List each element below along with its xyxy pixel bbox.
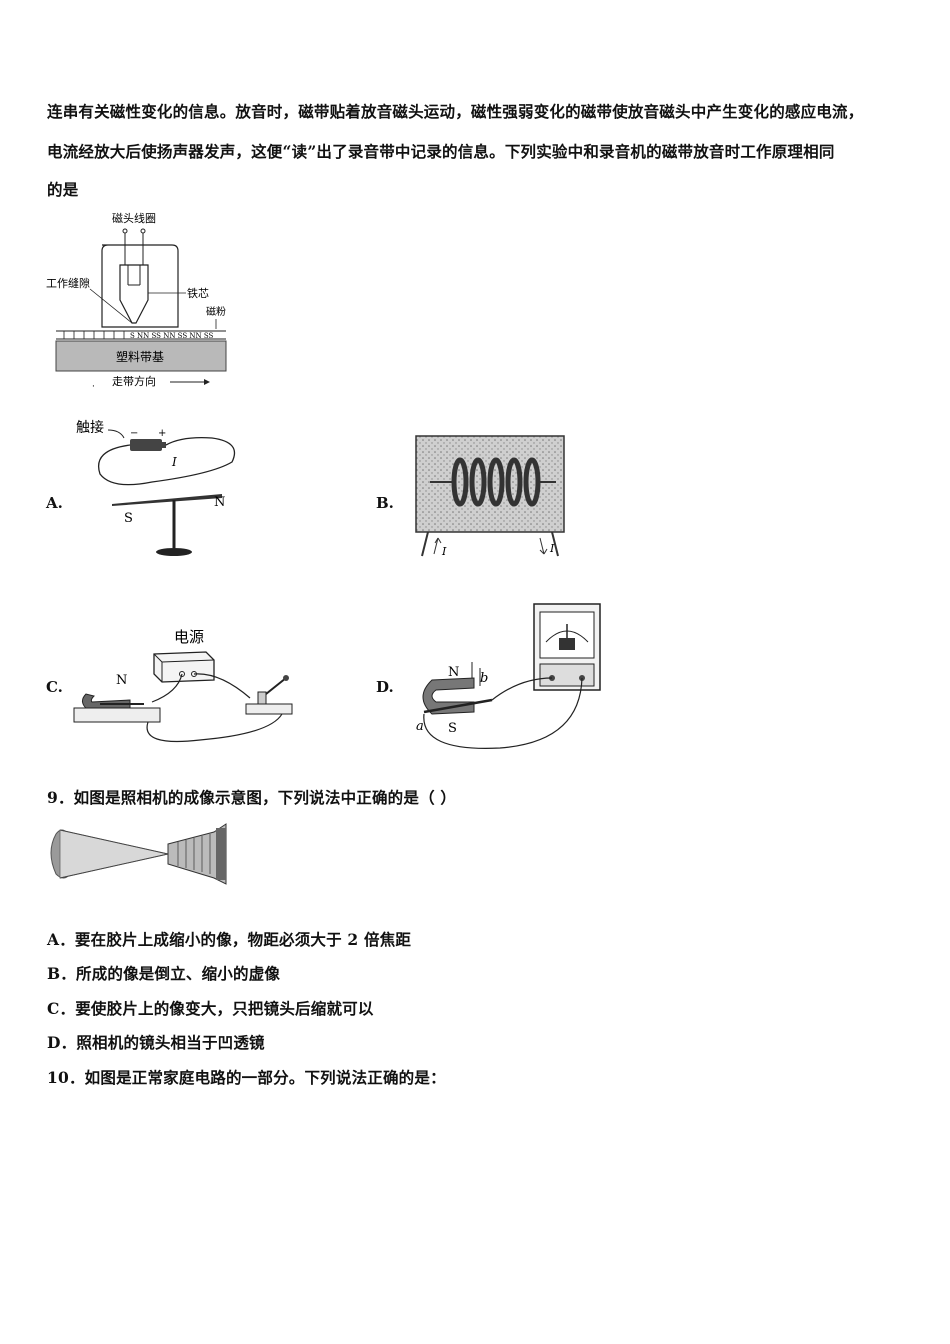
base-label: 塑料带基	[116, 349, 164, 364]
q9-option-d: D．照相机的镜头相当于凹透镜	[47, 1033, 265, 1052]
option-b-figure: I I	[410, 432, 570, 562]
camera-figure	[44, 818, 234, 888]
option-a-figure: 触接 − + I S N	[72, 412, 247, 562]
q8-text-line-3: 的是	[47, 180, 79, 199]
q8-text-line-2: 电流经放大后使扬声器发声，这便“读”出了录音带中记录的信息。下列实验中和录音机的…	[47, 142, 835, 161]
svg-text:I: I	[441, 545, 447, 558]
q9-option-a: A．要在胶片上成缩小的像，物距必须大于 2 倍焦距	[47, 930, 412, 949]
svg-text:+: +	[158, 428, 166, 439]
option-c-figure: 电源 N	[70, 622, 305, 747]
q10-stem: 10．如图是正常家庭电路的一部分。下列说法正确的是：	[47, 1068, 446, 1087]
option-d-label: D.	[376, 678, 394, 696]
svg-text:·: ·	[92, 382, 95, 392]
tape-poles: S NN SS NN SS NN SS	[130, 332, 214, 340]
q9-option-c: C．要使胶片上的像变大，只把镜头后缩就可以	[47, 999, 374, 1018]
gap-label: 工作缝隙	[46, 276, 90, 290]
powder-label: 磁粉	[206, 305, 226, 318]
option-c-label: C.	[46, 678, 63, 696]
power-label: 电源	[174, 628, 204, 646]
core-label: 铁芯	[187, 286, 209, 300]
svg-text:I: I	[171, 455, 177, 469]
n-pole-label: N	[448, 665, 459, 680]
coil-label: 磁头线圈	[112, 211, 156, 225]
svg-text:b: b	[480, 671, 488, 686]
tape-head-figure: 磁头线圈 工作缝隙 铁芯 磁粉 S NN SS NN SS NN SS 塑料带基…	[44, 205, 244, 395]
s-pole-label: S	[124, 511, 133, 526]
svg-text:a: a	[416, 719, 424, 734]
svg-text:−: −	[130, 428, 138, 439]
svg-text:I: I	[549, 542, 555, 555]
option-a-label: A.	[46, 494, 63, 512]
n-pole-label: N	[214, 495, 225, 510]
q8-text-line-1: 连串有关磁性变化的信息。放音时，磁带贴着放音磁头运动，磁性强弱变化的磁带使放音磁…	[47, 102, 864, 121]
touch-label: 触接	[76, 419, 104, 436]
n-pole-label: N	[116, 673, 127, 688]
s-pole-label: S	[448, 721, 457, 736]
direction-label: 走带方向	[112, 374, 156, 388]
q9-option-b: B．所成的像是倒立、缩小的虚像	[47, 964, 281, 983]
option-b-label: B.	[376, 494, 394, 512]
option-d-figure: N b a S	[410, 602, 610, 752]
q9-stem: 9．如图是照相机的成像示意图，下列说法中正确的是（ ）	[47, 788, 457, 807]
